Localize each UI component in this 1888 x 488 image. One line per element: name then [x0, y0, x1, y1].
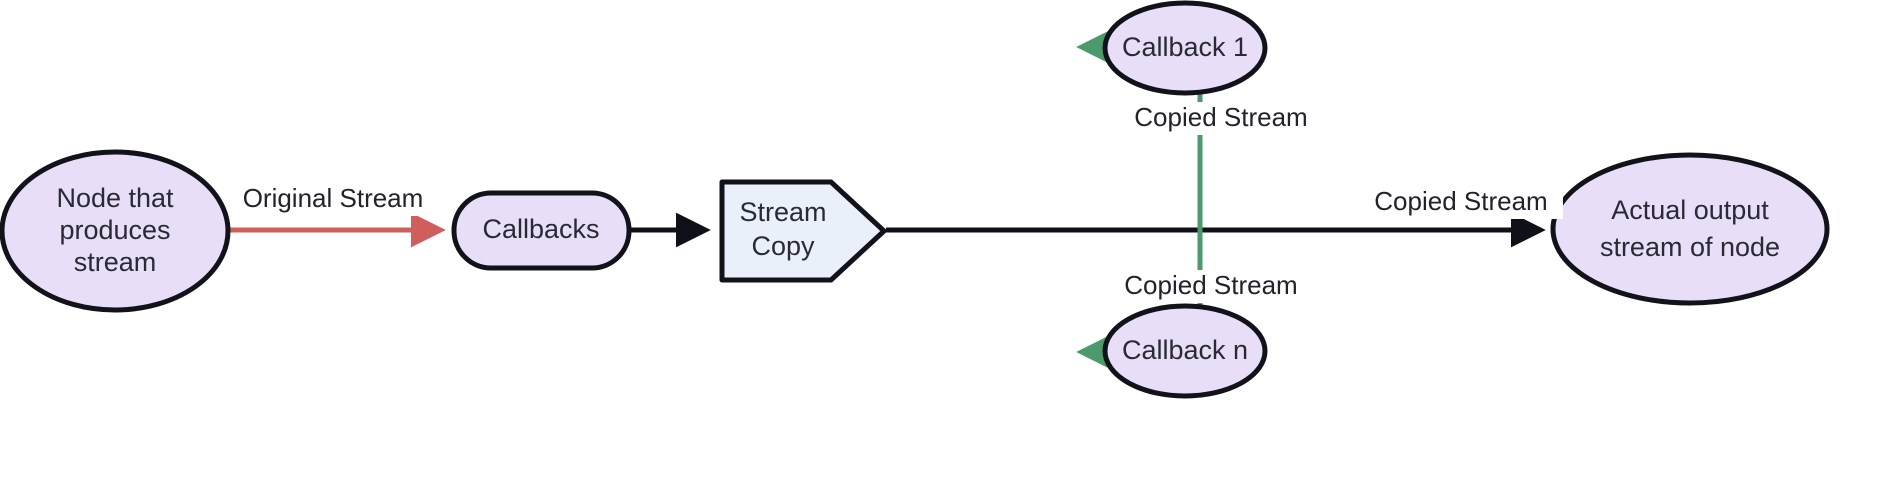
node-stream-copy-label-line2: Copy — [751, 231, 815, 261]
node-callback-n-shape — [1102, 303, 1268, 399]
node-producer-shape — [0, 149, 231, 313]
node-actual-output-shape — [1550, 152, 1830, 306]
edge-label-original-stream-bg — [243, 182, 423, 216]
edge-label-copied-stream-main: Copied Stream — [1360, 186, 1563, 219]
node-callback-1-label: Callback 1 — [1122, 32, 1248, 62]
node-callbacks[interactable]: Callbacks — [451, 190, 632, 271]
node-actual-output[interactable]: Actual output stream of node — [1550, 152, 1830, 306]
node-stream-copy-label-line1: Stream — [739, 197, 826, 227]
node-stream-copy[interactable]: Stream Copy — [719, 179, 887, 283]
node-callback-n[interactable]: Callback n — [1102, 303, 1268, 399]
edge-label-copied-stream-bottom: Copied Stream — [1110, 270, 1313, 303]
node-callbacks-label: Callbacks — [482, 214, 599, 244]
edge-label-copied-stream-top-text: Copied Stream — [1134, 102, 1307, 132]
edge-label-copied-stream-main-text: Copied Stream — [1374, 186, 1547, 216]
node-callback-n-label: Callback n — [1122, 335, 1248, 365]
node-callback-1-shape — [1102, 0, 1268, 96]
node-callbacks-shape — [451, 190, 632, 271]
node-producer-label-line1: Node that — [56, 183, 174, 213]
edge-label-copied-stream-top-bg — [1120, 102, 1323, 135]
edge-label-copied-stream-main-bg — [1360, 186, 1563, 219]
node-producer[interactable]: Node that produces stream — [0, 149, 231, 313]
edge-label-original-stream-text: Original Stream — [243, 183, 424, 213]
node-stream-copy-shape — [719, 179, 887, 283]
node-callback-1[interactable]: Callback 1 — [1102, 0, 1268, 96]
edge-label-original-stream: Original Stream — [243, 182, 424, 216]
edge-label-copied-stream-top: Copied Stream — [1120, 102, 1323, 135]
node-producer-label-line3: stream — [74, 247, 157, 277]
edge-label-copied-stream-bottom-bg — [1110, 270, 1313, 303]
node-producer-label-line2: produces — [59, 215, 170, 245]
node-actual-output-label-line2: stream of node — [1600, 232, 1780, 262]
node-actual-output-label-line1: Actual output — [1611, 195, 1769, 225]
edge-label-copied-stream-bottom-text: Copied Stream — [1124, 270, 1297, 300]
